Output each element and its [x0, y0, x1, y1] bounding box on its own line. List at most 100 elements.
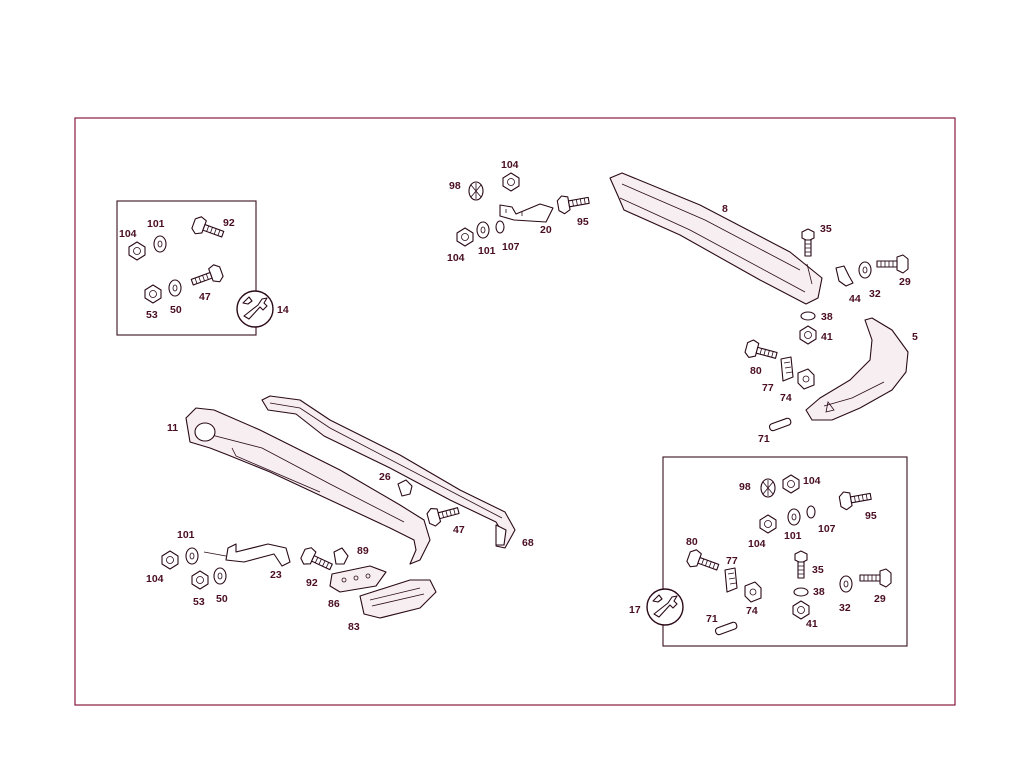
callout-label: 95	[577, 216, 589, 228]
star-washer-part	[760, 478, 776, 498]
washer-part	[787, 508, 801, 526]
outer-frame	[74, 117, 956, 706]
block-part	[744, 581, 762, 603]
block-part	[797, 368, 815, 390]
callout-label: 92	[223, 217, 235, 229]
callout-label: 5	[912, 331, 918, 343]
callout-label: 50	[216, 593, 228, 605]
callout-label: 38	[821, 311, 833, 323]
hex-nut-part	[792, 600, 810, 620]
callout-label: 68	[522, 537, 534, 549]
callout-label: 32	[869, 288, 881, 300]
callout-label: 11	[167, 422, 178, 434]
hex-nut-part	[161, 550, 179, 570]
clip-part	[724, 567, 738, 593]
callout-label: 77	[762, 382, 774, 394]
hex-nut-part	[128, 241, 146, 261]
bolt-part	[188, 262, 226, 292]
bumper-guard-part	[359, 579, 437, 619]
callout-label: 17	[629, 604, 641, 616]
callout-label: 92	[306, 577, 318, 589]
callout-label: 104	[748, 538, 766, 550]
callout-label: 35	[812, 564, 824, 576]
callout-label: 41	[806, 618, 818, 630]
washer-part	[168, 279, 182, 297]
callout-label: 71	[758, 433, 770, 445]
callout-label: 29	[899, 276, 911, 288]
pin-part	[768, 416, 793, 433]
bolt-part	[859, 568, 892, 588]
callout-label: 95	[865, 510, 877, 522]
callout-label: 80	[750, 365, 762, 377]
washer-part	[153, 235, 167, 253]
callout-label: 98	[739, 481, 751, 493]
hex-nut-part	[502, 172, 520, 192]
callout-label: 89	[357, 545, 369, 557]
clip-part	[780, 356, 794, 382]
callout-label: 32	[839, 602, 851, 614]
bolt-part	[556, 190, 591, 216]
bolt-part	[743, 338, 780, 365]
washer-part	[793, 587, 809, 597]
callout-label: 20	[540, 224, 552, 236]
hex-nut-part	[144, 284, 162, 304]
hex-nut-part	[191, 570, 209, 590]
callout-label: 53	[146, 309, 158, 321]
callout-label: 101	[478, 245, 496, 257]
callout-label: 80	[686, 536, 698, 548]
bracket-part	[225, 543, 291, 567]
hex-nut-part	[759, 514, 777, 534]
bracket-part	[499, 203, 554, 223]
callout-label: 14	[277, 304, 289, 316]
pin-part	[714, 620, 739, 637]
rubber-buffer-part	[397, 479, 413, 497]
callout-label: 104	[803, 475, 821, 487]
callout-label: 47	[453, 524, 465, 536]
callout-label: 47	[199, 291, 211, 303]
callout-label: 101	[147, 218, 165, 230]
callout-label: 74	[746, 605, 758, 617]
bolt-part	[298, 545, 336, 576]
callout-label: 23	[270, 569, 282, 581]
rear-bumper-bar: 8	[609, 172, 823, 305]
hardware-group-top-center: 98 104 95 20 104 101 107	[447, 159, 591, 264]
bolt-part	[684, 547, 722, 577]
callout-label: 98	[449, 180, 461, 192]
callout-label: 104	[447, 252, 465, 264]
callout-label: 8	[722, 203, 728, 215]
front-bumper-bar	[185, 407, 431, 565]
callout-label: 77	[726, 555, 738, 567]
washer-part	[476, 221, 490, 239]
callout-label: 35	[820, 223, 832, 235]
callout-label: 104	[146, 573, 164, 585]
callout-label: 50	[170, 304, 182, 316]
callout-label: 107	[818, 523, 836, 535]
callout-label: 44	[849, 293, 861, 305]
callout-label: 101	[784, 530, 802, 542]
callout-label: 107	[502, 241, 520, 253]
callout-label: 86	[328, 598, 340, 610]
inset-box-top-left: 104 101 92 47 53 50 14	[116, 200, 289, 336]
bolt-part	[801, 228, 815, 257]
callout-label: 71	[706, 613, 718, 625]
washer-part	[185, 547, 199, 565]
callout-label: 38	[813, 586, 825, 598]
washer-part	[800, 311, 816, 321]
bolt-part	[794, 550, 808, 579]
spacer-part	[333, 547, 349, 565]
hex-nut-part	[456, 227, 474, 247]
spacer-part	[835, 265, 854, 287]
callout-label: 29	[874, 593, 886, 605]
bumper-guard-strip	[261, 395, 516, 549]
bolt-part	[838, 486, 873, 512]
bumper-end-part	[495, 524, 507, 546]
callout-label: 41	[821, 331, 833, 343]
washer-part	[839, 575, 853, 593]
inset-box-bottom-right: 98 104 95 107 101 104 80 77 35 74 38 32 …	[629, 456, 908, 647]
callout-label: 53	[193, 596, 205, 608]
callout-label: 104	[501, 159, 519, 171]
washer-part	[858, 261, 872, 279]
wrench-icon	[646, 588, 684, 626]
callout-label: 104	[119, 228, 137, 240]
